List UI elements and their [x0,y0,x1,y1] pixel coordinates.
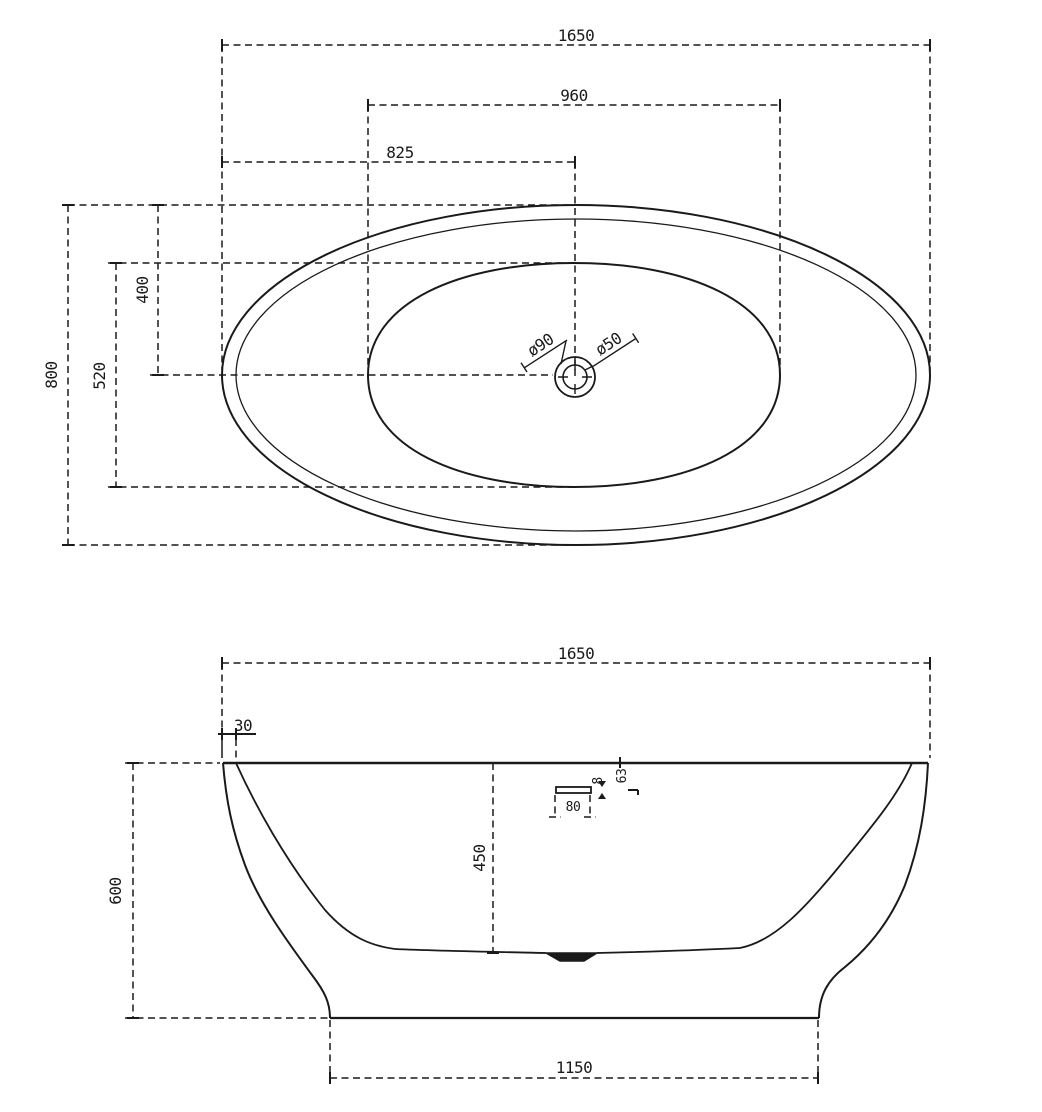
tub-left-outer-wall [222,762,331,1019]
top-view-dimension-ticks [62,39,931,546]
tub-right-outer-wall [818,762,929,1019]
overflow-height-arrows [598,781,606,799]
dim-drain-offset-x: 825 [386,143,413,162]
tub-basin-outline [366,261,782,489]
top-view: 1650 960 825 800 520 400 ø90 ø50 [42,26,931,546]
tub-right-inner-wall [739,762,913,949]
drain-inner-dia-leader [584,365,594,371]
dim-rim-thickness: 30 [234,716,252,735]
drain-outer-dia-leader [560,340,567,365]
dim-drain-inner-diameter: ø50 [592,328,625,359]
dim-overall-height: 600 [106,877,125,904]
side-view-dimension-ticks [127,657,931,1084]
overflow-slot [555,786,592,794]
side-view: 1650 30 600 450 80 8 63 1150 [106,644,931,1084]
drain-outer-dia-callout: ø90 [520,329,568,373]
dim-drain-offset-y: 400 [133,276,152,303]
dim-inner-depth: 450 [470,844,489,871]
drain-center-ticks [558,360,592,394]
dim-basin-width: 520 [90,362,109,389]
dim-overflow-width: 80 [566,800,581,815]
callout-underline [592,333,640,367]
dim-overall-width: 800 [42,361,61,388]
side-view-dimension-lines [125,662,931,1079]
dim-overall-length-side: 1650 [558,644,595,663]
dim-overall-length-top: 1650 [558,26,595,45]
drain-outer-circle [554,356,596,398]
dim-base-length: 1150 [556,1058,593,1077]
dim-drain-outer-diameter: ø90 [524,329,557,360]
dim-basin-length: 960 [560,86,587,105]
top-view-dimension-lines [67,44,931,546]
dim-overflow-height: 8 [591,777,606,784]
tub-interior-bottom [394,947,741,954]
dim-overflow-offset-top: 63 [615,769,630,784]
drain-recess [543,952,600,962]
tub-left-inner-wall [235,762,396,950]
drain-inner-dia-callout: ø50 [592,328,640,367]
callout-underline [520,339,568,373]
